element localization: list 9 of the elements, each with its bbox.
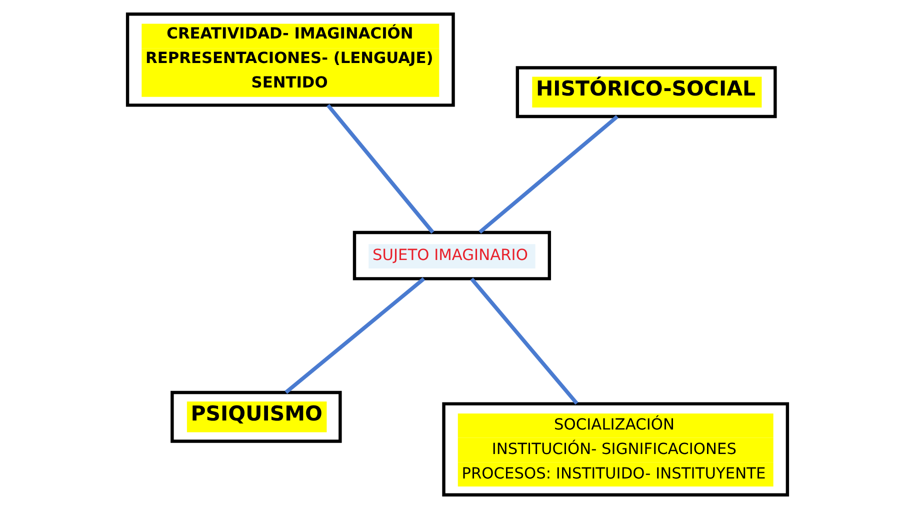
connector [470, 277, 578, 404]
node-box: CREATIVIDAD- IMAGINACIÓN REPRESENTACIONES- (LENGUAJE) SENTIDO [125, 12, 454, 106]
node-box: SUJETO IMAGINARIO [352, 230, 551, 280]
node-box: HISTÓRICO-SOCIAL [515, 66, 776, 118]
node-box: SOCIALIZACIÓN INSTITUCIÓN- SIGNIFICACIONES PROCESOS: INSTITUIDO- INSTITUYENTE [442, 402, 789, 496]
connector [284, 276, 425, 394]
connector [326, 103, 434, 234]
connector [478, 114, 618, 234]
node-box: PSIQUISMO [170, 390, 342, 442]
